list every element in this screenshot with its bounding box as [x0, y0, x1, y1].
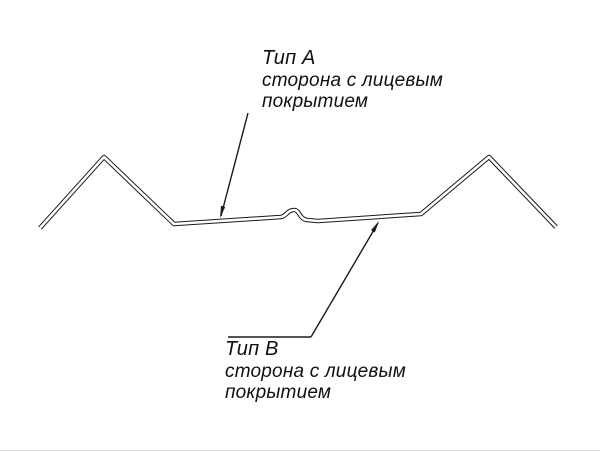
label-type-a-line1: сторона с лицевым — [262, 70, 443, 91]
label-type-b: Тип B сторона с лицевым покрытием — [225, 338, 406, 404]
leader-arrow-a — [220, 205, 226, 218]
profile-outline-core — [39, 155, 557, 229]
leader-line-a — [220, 112, 249, 217]
label-type-a-line2: покрытием — [262, 91, 369, 112]
leader-arrow-b — [371, 221, 379, 233]
leader-line-b — [310, 222, 379, 338]
label-type-b-title: Тип B — [225, 338, 279, 360]
label-type-a-title: Тип A — [262, 47, 316, 69]
profile-outline-outer — [38, 154, 558, 230]
label-type-b-line2: покрытием — [225, 382, 332, 403]
label-type-a: Тип A сторона с лицевым покрытием — [262, 47, 443, 113]
label-type-b-line1: сторона с лицевым — [225, 361, 406, 382]
